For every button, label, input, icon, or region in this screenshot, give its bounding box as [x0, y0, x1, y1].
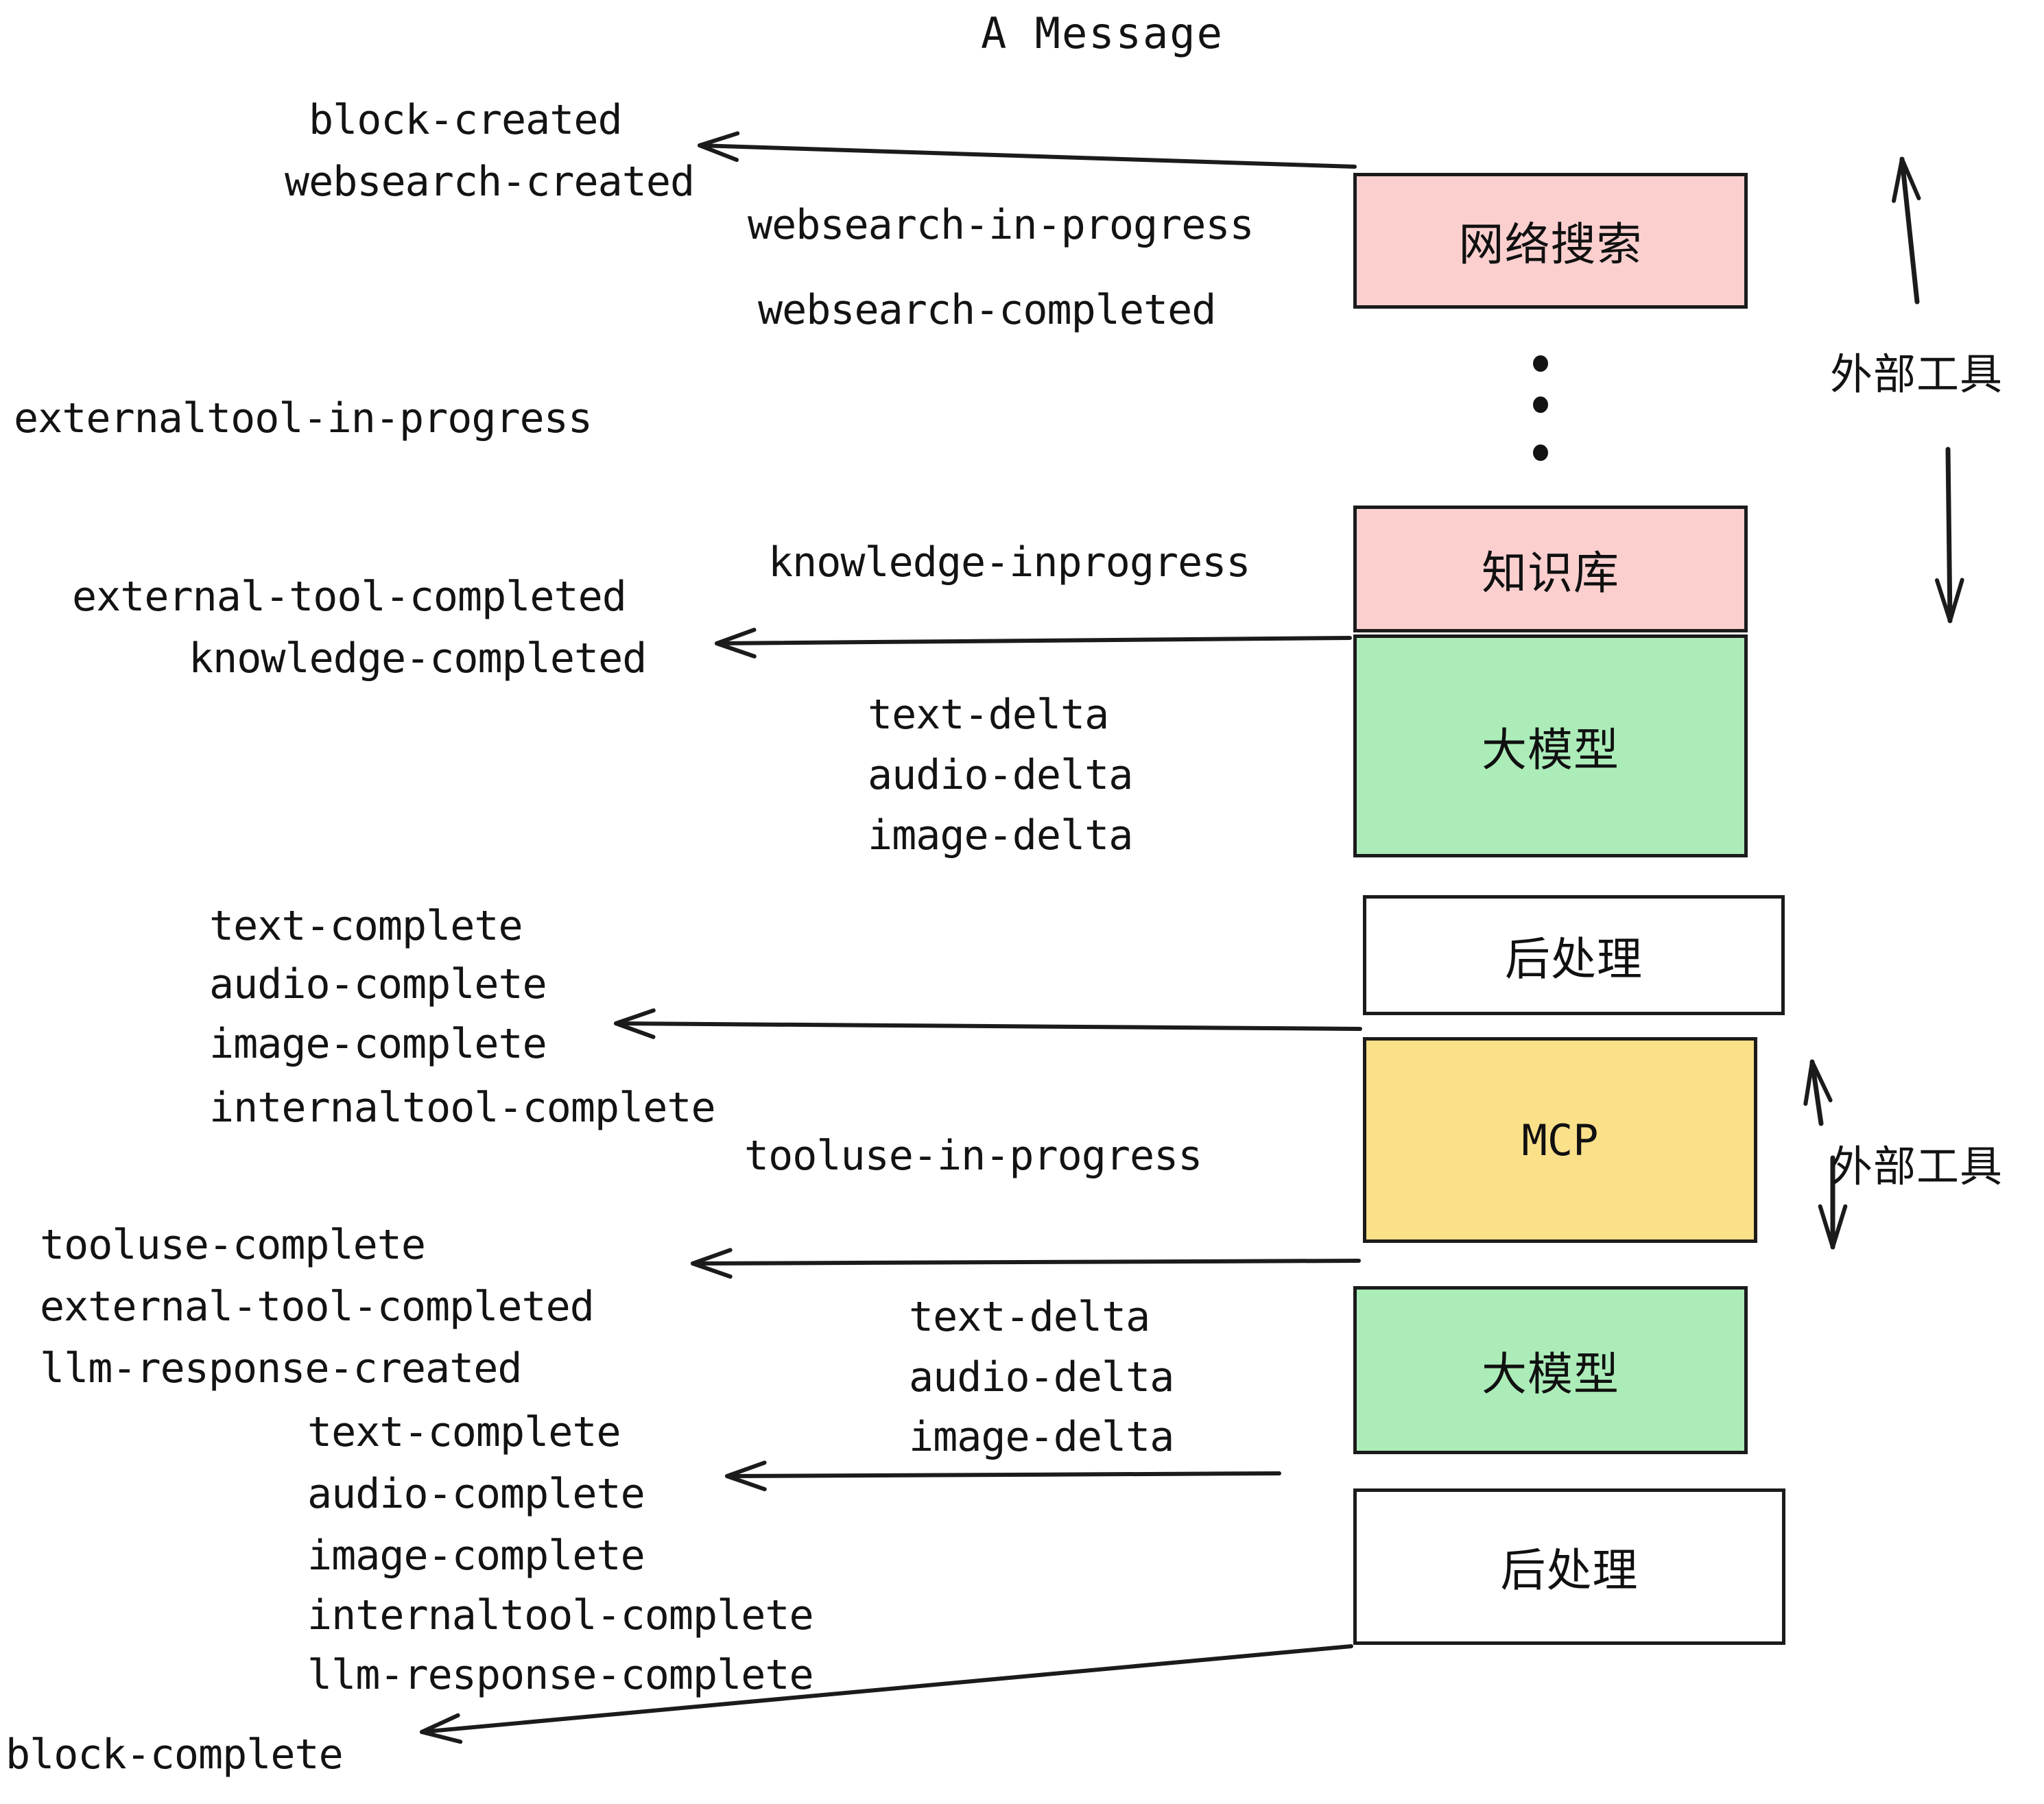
event-label-audio-complete-1: audio-complete: [209, 960, 547, 1008]
page-title: A Message: [981, 8, 1224, 58]
arrow-audio-complete-2: [725, 1460, 1281, 1492]
event-label-websearch-created: websearch-created: [285, 158, 695, 206]
event-label-audio-delta-1: audio-delta: [868, 751, 1133, 799]
event-label-internaltool-complete-2: internaltool-complete: [307, 1591, 814, 1639]
event-label-text-complete-1: text-complete: [209, 902, 523, 950]
side-label-external-tools-bottom: 外部工具: [1830, 1141, 2004, 1191]
event-label-audio-complete-2: audio-complete: [307, 1470, 645, 1518]
node-label: 大模型: [1482, 723, 1619, 776]
arrow-image-complete: [614, 1008, 1362, 1039]
node-label: MCP: [1521, 1115, 1599, 1165]
event-label-audio-delta-2: audio-delta: [909, 1353, 1174, 1401]
event-label-knowledge-completed: knowledge-completed: [189, 634, 647, 683]
event-label-tooluse-in-progress: tooluse-in-progress: [744, 1132, 1202, 1180]
node-postproc-1: 后处理: [1363, 895, 1785, 1015]
event-label-llm-response-complete: llm-response-complete: [307, 1651, 814, 1699]
scope-up-bottom: [1803, 1059, 1833, 1126]
event-label-text-complete-2: text-complete: [307, 1408, 621, 1456]
event-label-internaltool-complete-1: internaltool-complete: [209, 1084, 716, 1132]
scope-down-top: [1934, 447, 1964, 624]
event-label-block-created: block-created: [309, 96, 623, 144]
event-label-externaltool-in-progress: externaltool-in-progress: [14, 394, 593, 442]
node-mcp: MCP: [1363, 1037, 1757, 1243]
node-postproc-2: 后处理: [1353, 1488, 1785, 1645]
event-label-tooluse-complete: tooluse-complete: [40, 1221, 426, 1269]
event-label-llm-response-created: llm-response-created: [40, 1344, 522, 1392]
event-label-image-complete-1: image-complete: [209, 1020, 547, 1068]
node-label: 网络搜索: [1458, 218, 1643, 271]
ellipsis-dot-1: [1533, 396, 1548, 413]
node-label: 知识库: [1482, 546, 1619, 600]
event-label-websearch-in-progress: websearch-in-progress: [748, 201, 1255, 249]
event-label-external-tool-completed-1: external-tool-completed: [72, 573, 627, 621]
arrow-block-created: [698, 131, 1357, 169]
event-label-image-delta-2: image-delta: [909, 1413, 1174, 1461]
arrow-tooluse-complete: [691, 1248, 1361, 1279]
arrow-knowledge-completed: [715, 628, 1352, 658]
event-label-image-delta-1: image-delta: [868, 811, 1133, 859]
node-llm-2: 大模型: [1353, 1286, 1748, 1454]
node-llm-1: 大模型: [1353, 634, 1748, 857]
ellipsis-dot-2: [1533, 444, 1548, 461]
node-label: 后处理: [1500, 1544, 1639, 1597]
event-label-knowledge-inprogress: knowledge-inprogress: [768, 538, 1250, 586]
node-knowledge: 知识库: [1353, 506, 1748, 632]
event-label-block-complete: block-complete: [5, 1731, 344, 1779]
event-label-external-tool-completed-2: external-tool-completed: [40, 1283, 595, 1331]
event-label-text-delta-2: text-delta: [909, 1293, 1150, 1341]
event-label-image-complete-2: image-complete: [307, 1532, 645, 1580]
side-label-external-tools-top: 外部工具: [1830, 349, 2004, 399]
ellipsis-dot-0: [1533, 355, 1548, 372]
scope-up-top: [1892, 156, 1921, 305]
event-label-websearch-completed: websearch-completed: [758, 286, 1216, 334]
node-label: 大模型: [1482, 1347, 1619, 1401]
node-websearch: 网络搜索: [1353, 173, 1748, 309]
event-label-text-delta-1: text-delta: [868, 691, 1109, 739]
node-label: 后处理: [1505, 932, 1643, 986]
